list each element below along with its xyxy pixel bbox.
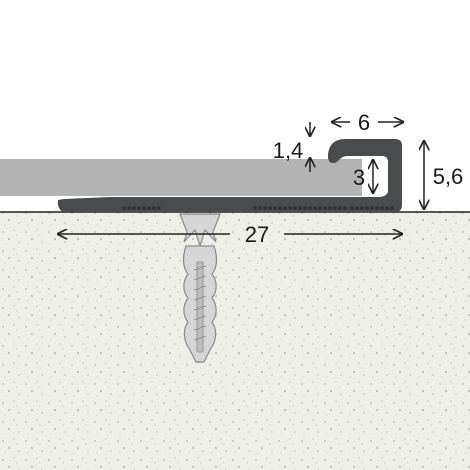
profile-grip-teeth (122, 206, 394, 210)
grip-tooth (390, 206, 394, 210)
transition-profile (57, 139, 402, 212)
grip-tooth (288, 206, 292, 210)
height-dimension-label: 5,6 (433, 164, 464, 189)
grip-tooth (350, 206, 354, 210)
grip-tooth (253, 206, 257, 210)
gap-dimension-label: 3 (353, 165, 365, 190)
grip-tooth (298, 206, 302, 210)
grip-tooth (152, 206, 156, 210)
grip-tooth (370, 206, 374, 210)
grip-tooth (338, 206, 342, 210)
length-dimension-label: 27 (245, 222, 269, 247)
floor-covering-panel (0, 159, 362, 196)
lip-dimension-label: 1,4 (273, 138, 304, 163)
grip-tooth (333, 206, 337, 210)
grip-tooth (283, 206, 287, 210)
grip-tooth (258, 206, 262, 210)
grip-tooth (360, 206, 364, 210)
grip-tooth (313, 206, 317, 210)
wall-plug-icon (179, 213, 221, 363)
grip-tooth (308, 206, 312, 210)
grip-tooth (385, 206, 389, 210)
width-dimension-label: 6 (358, 110, 370, 135)
grip-tooth (137, 206, 141, 210)
grip-tooth (380, 206, 384, 210)
grip-tooth (157, 206, 161, 210)
grip-tooth (365, 206, 369, 210)
grip-tooth (132, 206, 136, 210)
grip-tooth (127, 206, 131, 210)
grip-tooth (328, 206, 332, 210)
grip-tooth (122, 206, 126, 210)
grip-tooth (268, 206, 272, 210)
grip-tooth (278, 206, 282, 210)
grip-tooth (293, 206, 297, 210)
grip-tooth (273, 206, 277, 210)
grip-tooth (318, 206, 322, 210)
grip-tooth (147, 206, 151, 210)
grip-tooth (375, 206, 379, 210)
grip-tooth (142, 206, 146, 210)
grip-tooth (323, 206, 327, 210)
grip-tooth (355, 206, 359, 210)
grip-tooth (263, 206, 267, 210)
substrate-texture (0, 212, 470, 470)
grip-tooth (343, 206, 347, 210)
grip-tooth (303, 206, 307, 210)
